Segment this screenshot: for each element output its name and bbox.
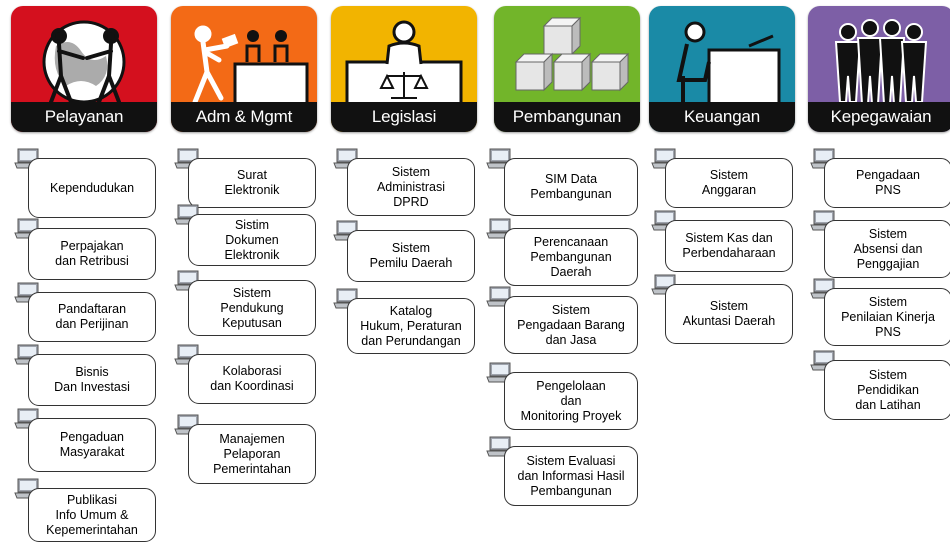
item-label: Sistem Anggaran — [701, 168, 757, 197]
employees-group-icon — [834, 19, 928, 105]
item-label: Publikasi Info Umum & Kepemerintahan — [46, 492, 138, 537]
item-label: Surat Elektronik — [224, 168, 280, 197]
item-label: SIM Data Pembangunan — [530, 172, 612, 201]
item-label: Sistim Dokumen Elektronik — [224, 217, 280, 262]
category-tile-adm-mgmt[interactable]: Adm & Mgmt — [171, 6, 317, 132]
item-label: Sistem Pemilu Daerah — [369, 241, 453, 270]
category-tile-legislasi[interactable]: Legislasi — [331, 6, 477, 132]
accountant-desk-icon — [675, 21, 781, 108]
building-blocks-icon — [514, 16, 630, 92]
item-label: Sistem Administrasi DPRD — [376, 164, 446, 209]
item-label: Kependudukan — [49, 180, 135, 195]
category-label: Legislasi — [331, 102, 477, 132]
item-label: Pandaftaran dan Perijinan — [55, 302, 129, 331]
category-tile-keuangan[interactable]: Keuangan — [649, 6, 795, 132]
category-tile-pembangunan[interactable]: Pembangunan — [494, 6, 640, 132]
item-label: Pengaduan Masyarakat — [59, 430, 125, 459]
category-tile-kepegawaian[interactable]: Kepegawaian — [808, 6, 950, 132]
category-label: Pelayanan — [11, 102, 157, 132]
item-label: Perpajakan dan Retribusi — [55, 239, 129, 268]
category-label: Adm & Mgmt — [171, 102, 317, 132]
item-label: Sistem Evaluasi dan Informasi Hasil Pemb… — [517, 453, 625, 498]
item-label: Pengelolaan dan Monitoring Proyek — [520, 378, 622, 423]
item-label: Sistem Kas dan Perbendaharaan — [682, 231, 776, 260]
item-label: Manajemen Pelaporan Pemerintahan — [213, 431, 291, 476]
item-label: Perencanaan Pembangunan Daerah — [530, 234, 612, 279]
item-label: Sistem Penilaian Kinerja PNS — [841, 294, 935, 339]
item-label: Sistem Pendukung Keputusan — [220, 285, 284, 330]
handshake-globe-icon — [42, 20, 126, 104]
office-workers-icon — [192, 25, 309, 108]
item-label: Sistem Pendidikan dan Latihan — [855, 367, 921, 412]
item-label: Bisnis Dan Investasi — [54, 365, 130, 394]
item-label: Sistem Absensi dan Penggajian — [853, 226, 923, 271]
item-label: Sistem Akuntasi Daerah — [682, 299, 776, 328]
item-label: Katalog Hukum, Peraturan dan Perundangan — [360, 303, 462, 348]
category-label: Kepegawaian — [808, 102, 950, 132]
item-label: Pengadaan PNS — [856, 168, 920, 197]
judge-scales-icon — [345, 20, 463, 108]
category-label: Keuangan — [649, 102, 795, 132]
category-label: Pembangunan — [494, 102, 640, 132]
category-tile-pelayanan[interactable]: Pelayanan — [11, 6, 157, 132]
item-label: Kolaborasi dan Koordinasi — [210, 364, 294, 393]
item-label: Sistem Pengadaan Barang dan Jasa — [517, 302, 625, 347]
